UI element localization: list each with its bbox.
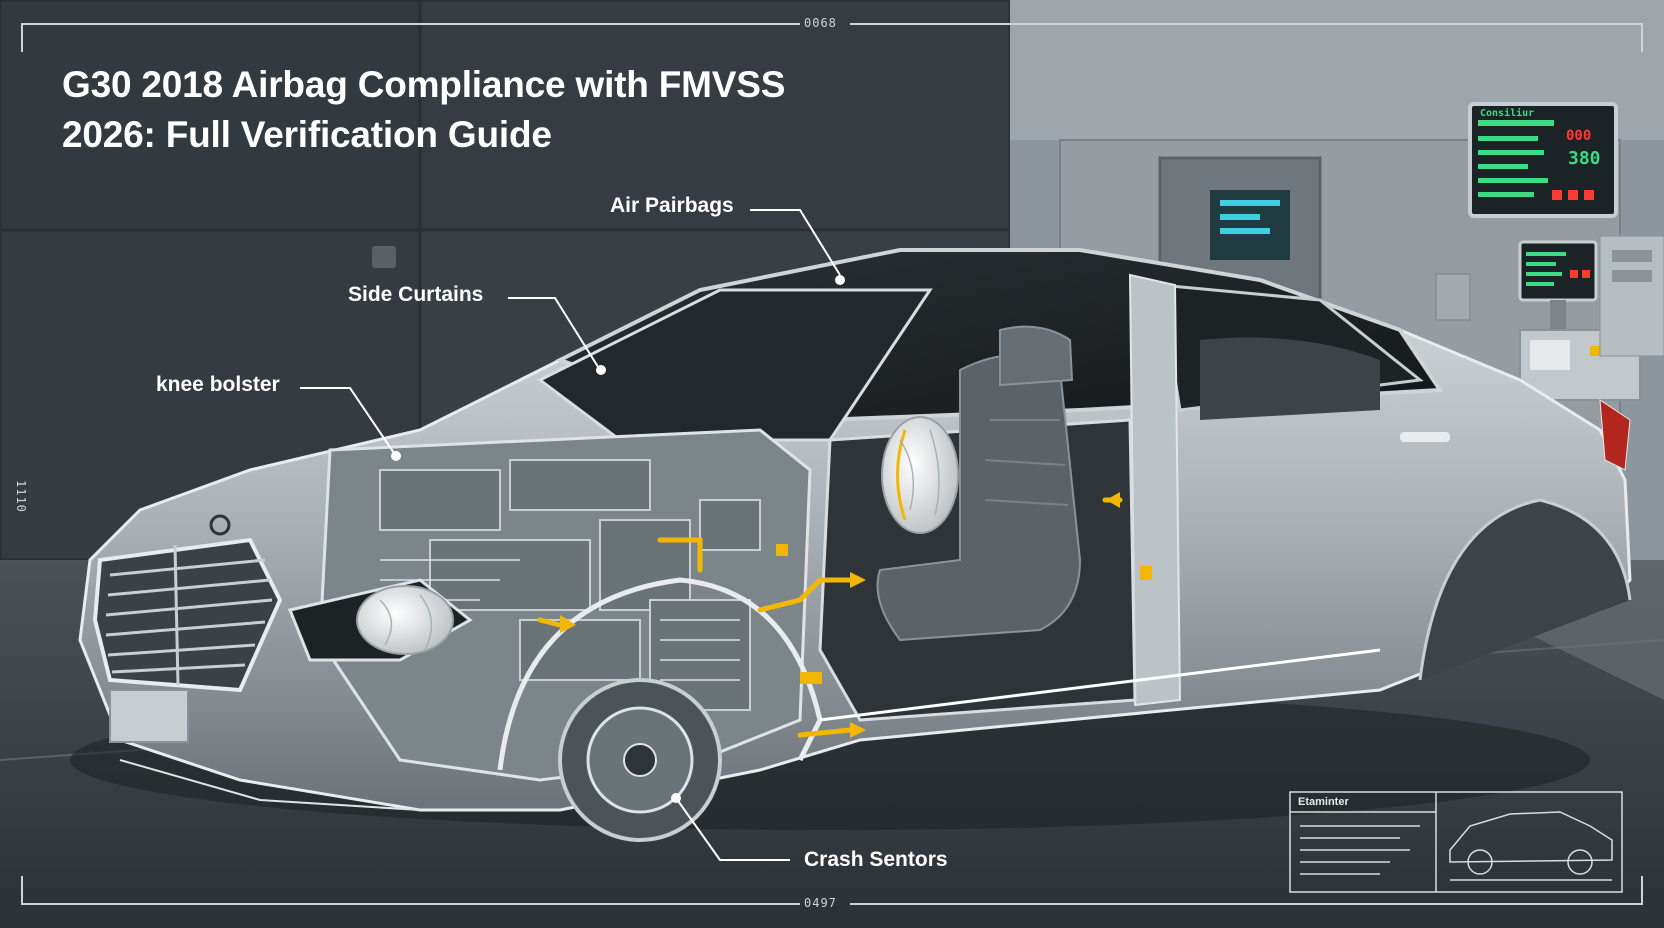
callout-side-curtains: Side Curtains: [348, 283, 484, 306]
callout-knee-bolster: knee bolster: [156, 373, 280, 396]
frame-code-top: 0068: [804, 16, 837, 30]
callout-air-pairbags: Air Pairbags: [610, 194, 734, 217]
blueprint-title: Etaminter: [1298, 796, 1349, 808]
page-title: G30 2018 Airbag Compliance with FMVSS 20…: [62, 60, 962, 160]
title-line-1: G30 2018 Airbag Compliance with FMVSS: [62, 64, 786, 105]
title-line-2: 2026: Full Verification Guide: [62, 114, 552, 155]
frame-code-bottom: 0497: [804, 896, 837, 910]
monitor-header: Consiliur: [1480, 108, 1535, 119]
monitor-value-2: 380: [1568, 148, 1601, 169]
callout-crash-sensors: Crash Sentors: [804, 848, 948, 871]
frame-code-left: 1110: [14, 480, 28, 513]
monitor-value-1: 000: [1566, 128, 1592, 144]
